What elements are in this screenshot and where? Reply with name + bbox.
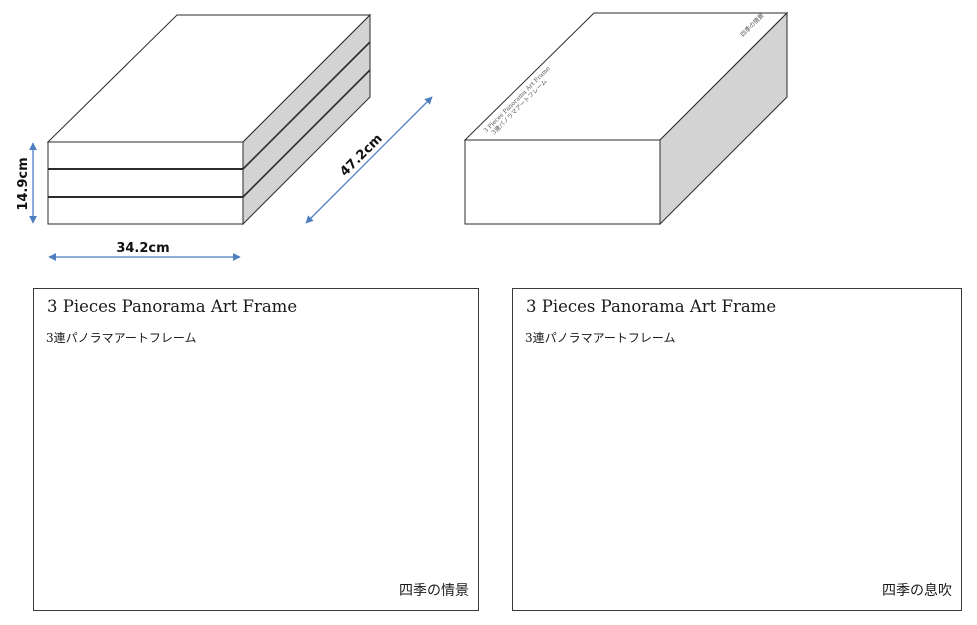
box-front-face	[464, 139, 661, 225]
stack-frame-1	[47, 141, 244, 170]
stack-frame-3	[47, 196, 244, 225]
width-label: 34.2cm	[116, 241, 169, 256]
card-product-name: 四季の息吹	[882, 583, 952, 599]
stack-frame-2	[47, 168, 244, 198]
depth-arrow	[305, 96, 433, 224]
card-title: 3 Pieces Panorama Art Frame	[47, 297, 298, 316]
packaged-box: 3 Pieces Panorama Art Frame 3連パノラマアートフレー…	[463, 12, 789, 226]
depth-label: 47.2cm	[337, 131, 385, 179]
frame-stack	[46, 13, 372, 226]
dimension-height: 14.9cm	[16, 142, 37, 224]
card-product-name: 四季の情景	[399, 583, 469, 599]
height-label: 14.9cm	[16, 157, 31, 210]
product-card-right: 3 Pieces Panorama Art Frame 3連パノラマアートフレー…	[512, 288, 962, 611]
card-subtitle: 3連パノラマアートフレーム	[525, 331, 676, 345]
card-title: 3 Pieces Panorama Art Frame	[526, 297, 777, 316]
product-card-left: 3 Pieces Panorama Art Frame 3連パノラマアートフレー…	[33, 288, 479, 611]
dimension-width: 34.2cm	[48, 241, 241, 261]
card-subtitle: 3連パノラマアートフレーム	[46, 331, 197, 345]
